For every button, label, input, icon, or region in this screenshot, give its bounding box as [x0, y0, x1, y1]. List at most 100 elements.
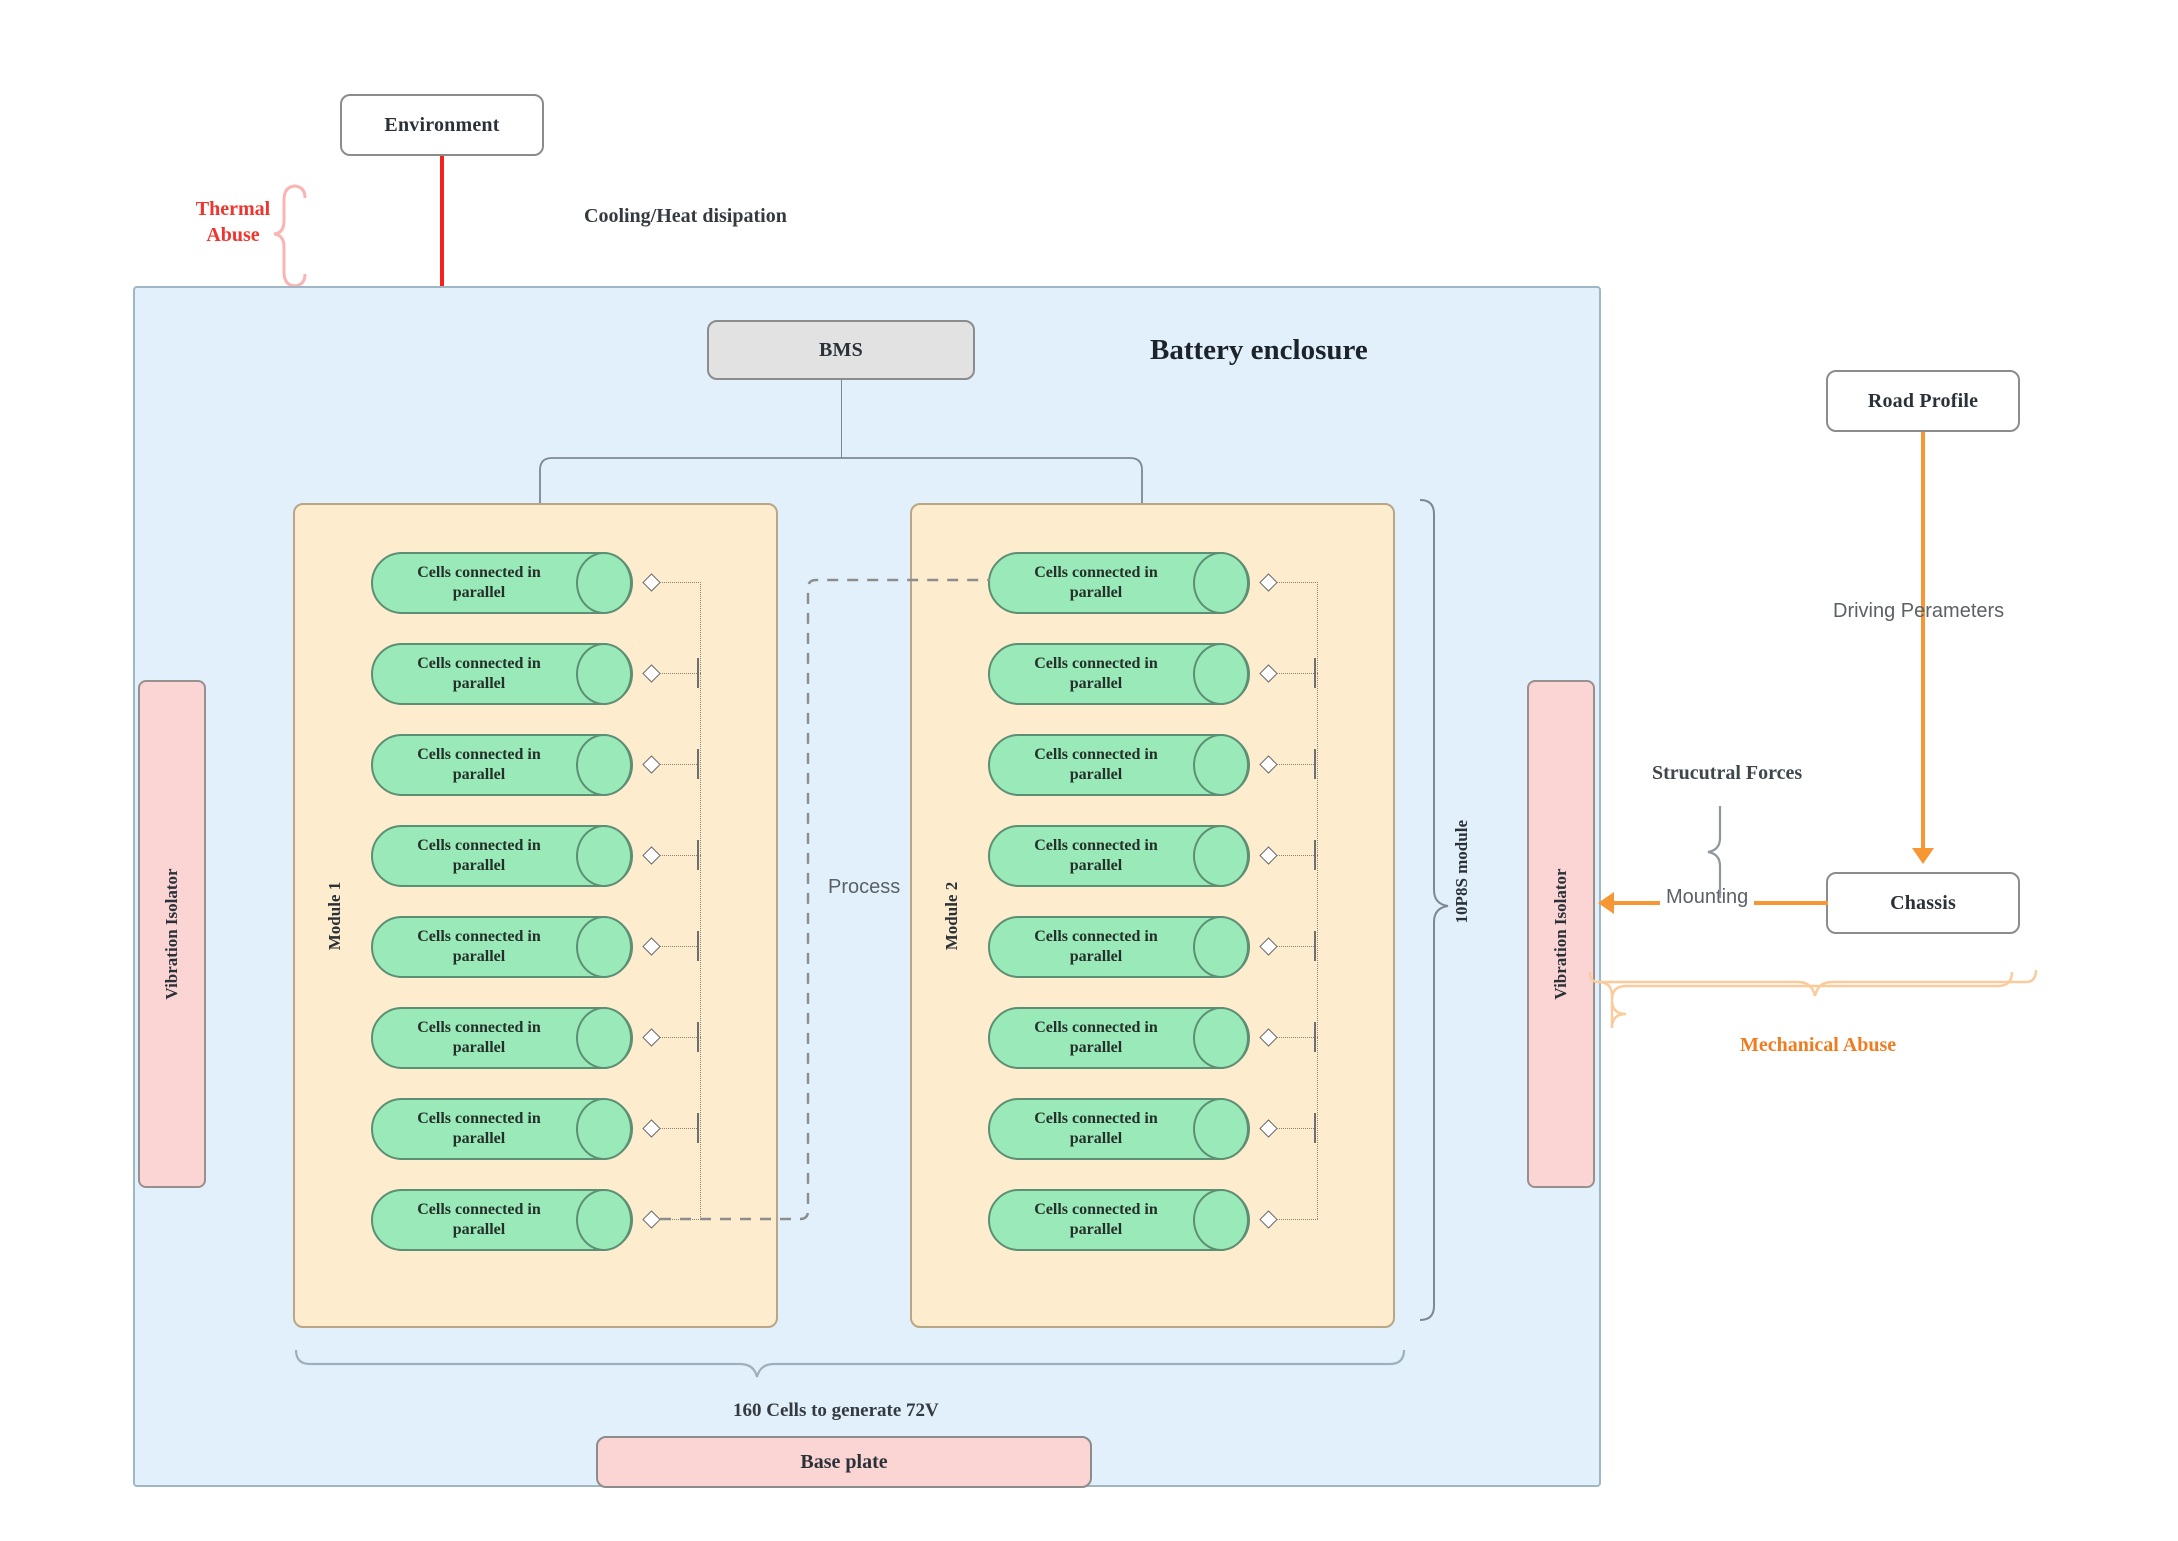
mechanical-abuse-brace-cap-left — [1588, 971, 1599, 984]
module-1-series-bus — [700, 582, 701, 1219]
bms-branch-path — [539, 457, 1143, 508]
m1-stub-3 — [697, 749, 699, 779]
m2-wire-1 — [1276, 582, 1318, 583]
cell-m2-3[interactable]: Cells connected in parallel — [988, 734, 1250, 796]
bms-label: BMS — [819, 338, 863, 361]
process-dashed-path — [660, 578, 990, 1221]
base-plate-label: Base plate — [800, 1450, 888, 1473]
cell-m1-6[interactable]: Cells connected in parallel — [371, 1007, 633, 1069]
cell-m1-8[interactable]: Cells connected in parallel — [371, 1189, 633, 1251]
base-plate-node[interactable]: Base plate — [596, 1436, 1092, 1488]
cell-cap-icon — [1193, 1189, 1249, 1251]
cell-m2-4[interactable]: Cells connected in parallel — [988, 825, 1250, 887]
m1-wire-4 — [659, 855, 701, 856]
cell-label: Cells connected in parallel — [1034, 1019, 1158, 1056]
cell-m1-7[interactable]: Cells connected in parallel — [371, 1098, 633, 1160]
cell-cap-icon — [1193, 1007, 1249, 1069]
mounting-label: Mounting — [1666, 886, 1749, 908]
chassis-label: Chassis — [1890, 891, 1956, 914]
m2-stub-5 — [1314, 931, 1316, 961]
environment-node[interactable]: Environment — [340, 94, 544, 156]
cell-m2-1[interactable]: Cells connected in parallel — [988, 552, 1250, 614]
cell-label: Cells connected in parallel — [417, 564, 541, 601]
module-2-series-bus — [1317, 582, 1318, 1219]
cooling-heat-dissipation-label: Cooling/Heat disipation — [584, 205, 787, 227]
cell-cap-icon — [1193, 734, 1249, 796]
environment-label: Environment — [384, 113, 500, 136]
cell-label: Cells connected in parallel — [1034, 837, 1158, 874]
cell-cap-icon — [1193, 825, 1249, 887]
cell-cap-icon — [576, 1098, 632, 1160]
m2-wire-7 — [1276, 1128, 1318, 1129]
thermal-abuse-label: Thermal Abuse — [178, 196, 288, 248]
m2-wire-2 — [1276, 673, 1318, 674]
process-label: Process — [828, 876, 901, 898]
cell-label: Cells connected in parallel — [1034, 746, 1158, 783]
cell-label: Cells connected in parallel — [417, 1110, 541, 1147]
vibration-isolator-right[interactable]: Vibration Isolator — [1527, 680, 1595, 1188]
cell-label: Cells connected in parallel — [417, 928, 541, 965]
cell-m1-4[interactable]: Cells connected in parallel — [371, 825, 633, 887]
m1-wire-1 — [659, 582, 701, 583]
cell-label: Cells connected in parallel — [417, 746, 541, 783]
thermal-abuse-line-2: Abuse — [206, 224, 260, 246]
cell-cap-icon — [1193, 916, 1249, 978]
m1-stub-6 — [697, 1022, 699, 1052]
chassis-node[interactable]: Chassis — [1826, 872, 2020, 934]
m1-wire-2 — [659, 673, 701, 674]
bms-trunk-line — [841, 380, 842, 458]
thermal-abuse-line-1: Thermal — [195, 198, 271, 220]
m1-stub-2 — [697, 658, 699, 688]
m2-wire-8 — [1276, 1219, 1318, 1220]
road-profile-node[interactable]: Road Profile — [1826, 370, 2020, 432]
cells-total-label: 160 Cells to generate 72V — [733, 1400, 939, 1421]
cell-cap-icon — [1193, 1098, 1249, 1160]
m1-wire-5 — [659, 946, 701, 947]
cells-total-brace-path — [294, 1349, 1406, 1378]
cell-m1-2[interactable]: Cells connected in parallel — [371, 643, 633, 705]
cell-label: Cells connected in parallel — [417, 1201, 541, 1238]
cell-m2-7[interactable]: Cells connected in parallel — [988, 1098, 1250, 1160]
m1-wire-3 — [659, 764, 701, 765]
cell-label: Cells connected in parallel — [417, 1019, 541, 1056]
mechanical-abuse-brace-cap-right — [2025, 969, 2038, 984]
mechanical-abuse-label: Mechanical Abuse — [1740, 1034, 1897, 1056]
driving-parameters-arrow-line — [1921, 432, 1925, 852]
m2-stub-4 — [1314, 840, 1316, 870]
battery-enclosure-title: Battery enclosure — [1150, 334, 1368, 366]
bms-node[interactable]: BMS — [707, 320, 975, 380]
vibration-isolator-left[interactable]: Vibration Isolator — [138, 680, 206, 1188]
cell-label: Cells connected in parallel — [1034, 1201, 1158, 1238]
cell-m2-8[interactable]: Cells connected in parallel — [988, 1189, 1250, 1251]
m2-wire-4 — [1276, 855, 1318, 856]
cell-cap-icon — [1193, 643, 1249, 705]
structural-forces-brace-path — [1707, 806, 1722, 898]
cell-m1-3[interactable]: Cells connected in parallel — [371, 734, 633, 796]
module-stack-brace-path — [1419, 499, 1449, 1321]
cell-label: Cells connected in parallel — [417, 655, 541, 692]
cell-label: Cells connected in parallel — [1034, 564, 1158, 601]
cell-cap-icon — [1193, 552, 1249, 614]
structural-forces-label: Strucutral Forces — [1652, 762, 1803, 784]
road-profile-label: Road Profile — [1867, 389, 1979, 412]
cell-cap-icon — [576, 916, 632, 978]
cell-m2-5[interactable]: Cells connected in parallel — [988, 916, 1250, 978]
cell-m1-1[interactable]: Cells connected in parallel — [371, 552, 633, 614]
cell-label: Cells connected in parallel — [1034, 655, 1158, 692]
cell-m1-5[interactable]: Cells connected in parallel — [371, 916, 633, 978]
cell-m2-6[interactable]: Cells connected in parallel — [988, 1007, 1250, 1069]
m2-stub-7 — [1314, 1113, 1316, 1143]
thermal-link-line — [440, 156, 444, 288]
m1-wire-7 — [659, 1128, 701, 1129]
mounting-arrowhead — [1598, 892, 1614, 914]
mechanical-abuse-brace-path-c — [1598, 980, 2026, 997]
driving-parameters-arrowhead — [1912, 848, 1934, 864]
m2-wire-5 — [1276, 946, 1318, 947]
cell-cap-icon — [576, 825, 632, 887]
cell-m2-2[interactable]: Cells connected in parallel — [988, 643, 1250, 705]
cell-cap-icon — [576, 1007, 632, 1069]
cell-cap-icon — [576, 1189, 632, 1251]
